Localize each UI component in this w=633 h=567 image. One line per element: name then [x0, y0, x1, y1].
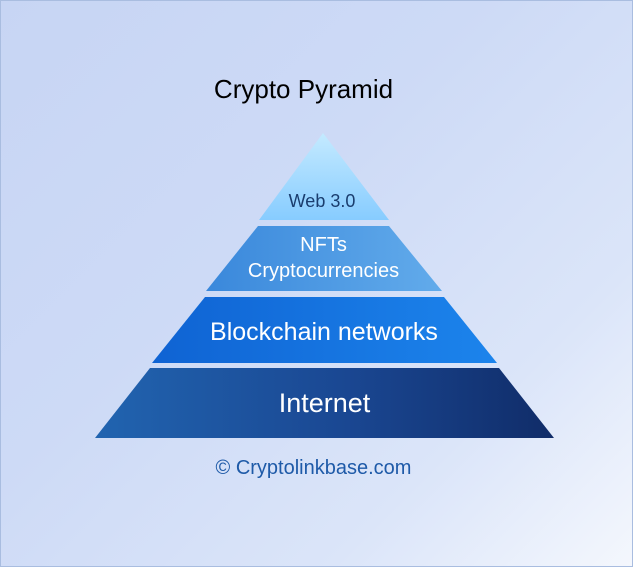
- layer-label-nfts: NFTs Cryptocurrencies: [206, 232, 441, 284]
- layer-label-internet: Internet: [278, 388, 371, 418]
- layer-label-nfts-line2: Cryptocurrencies: [247, 260, 400, 282]
- diagram-title: Crypto Pyramid: [213, 74, 394, 104]
- pyramid-layer-blockchain: [152, 297, 497, 363]
- pyramid-layer-web3: [259, 133, 389, 220]
- pyramid-layer-internet: [95, 368, 554, 438]
- pyramid-layer-nfts: [206, 226, 442, 291]
- copyright-notice: © Cryptolinkbase.com: [215, 457, 412, 479]
- layer-label-blockchain: Blockchain networks: [210, 318, 438, 346]
- layer-label-nfts-line1: NFTs: [300, 234, 347, 256]
- layer-label-web3: Web 3.0: [288, 191, 356, 211]
